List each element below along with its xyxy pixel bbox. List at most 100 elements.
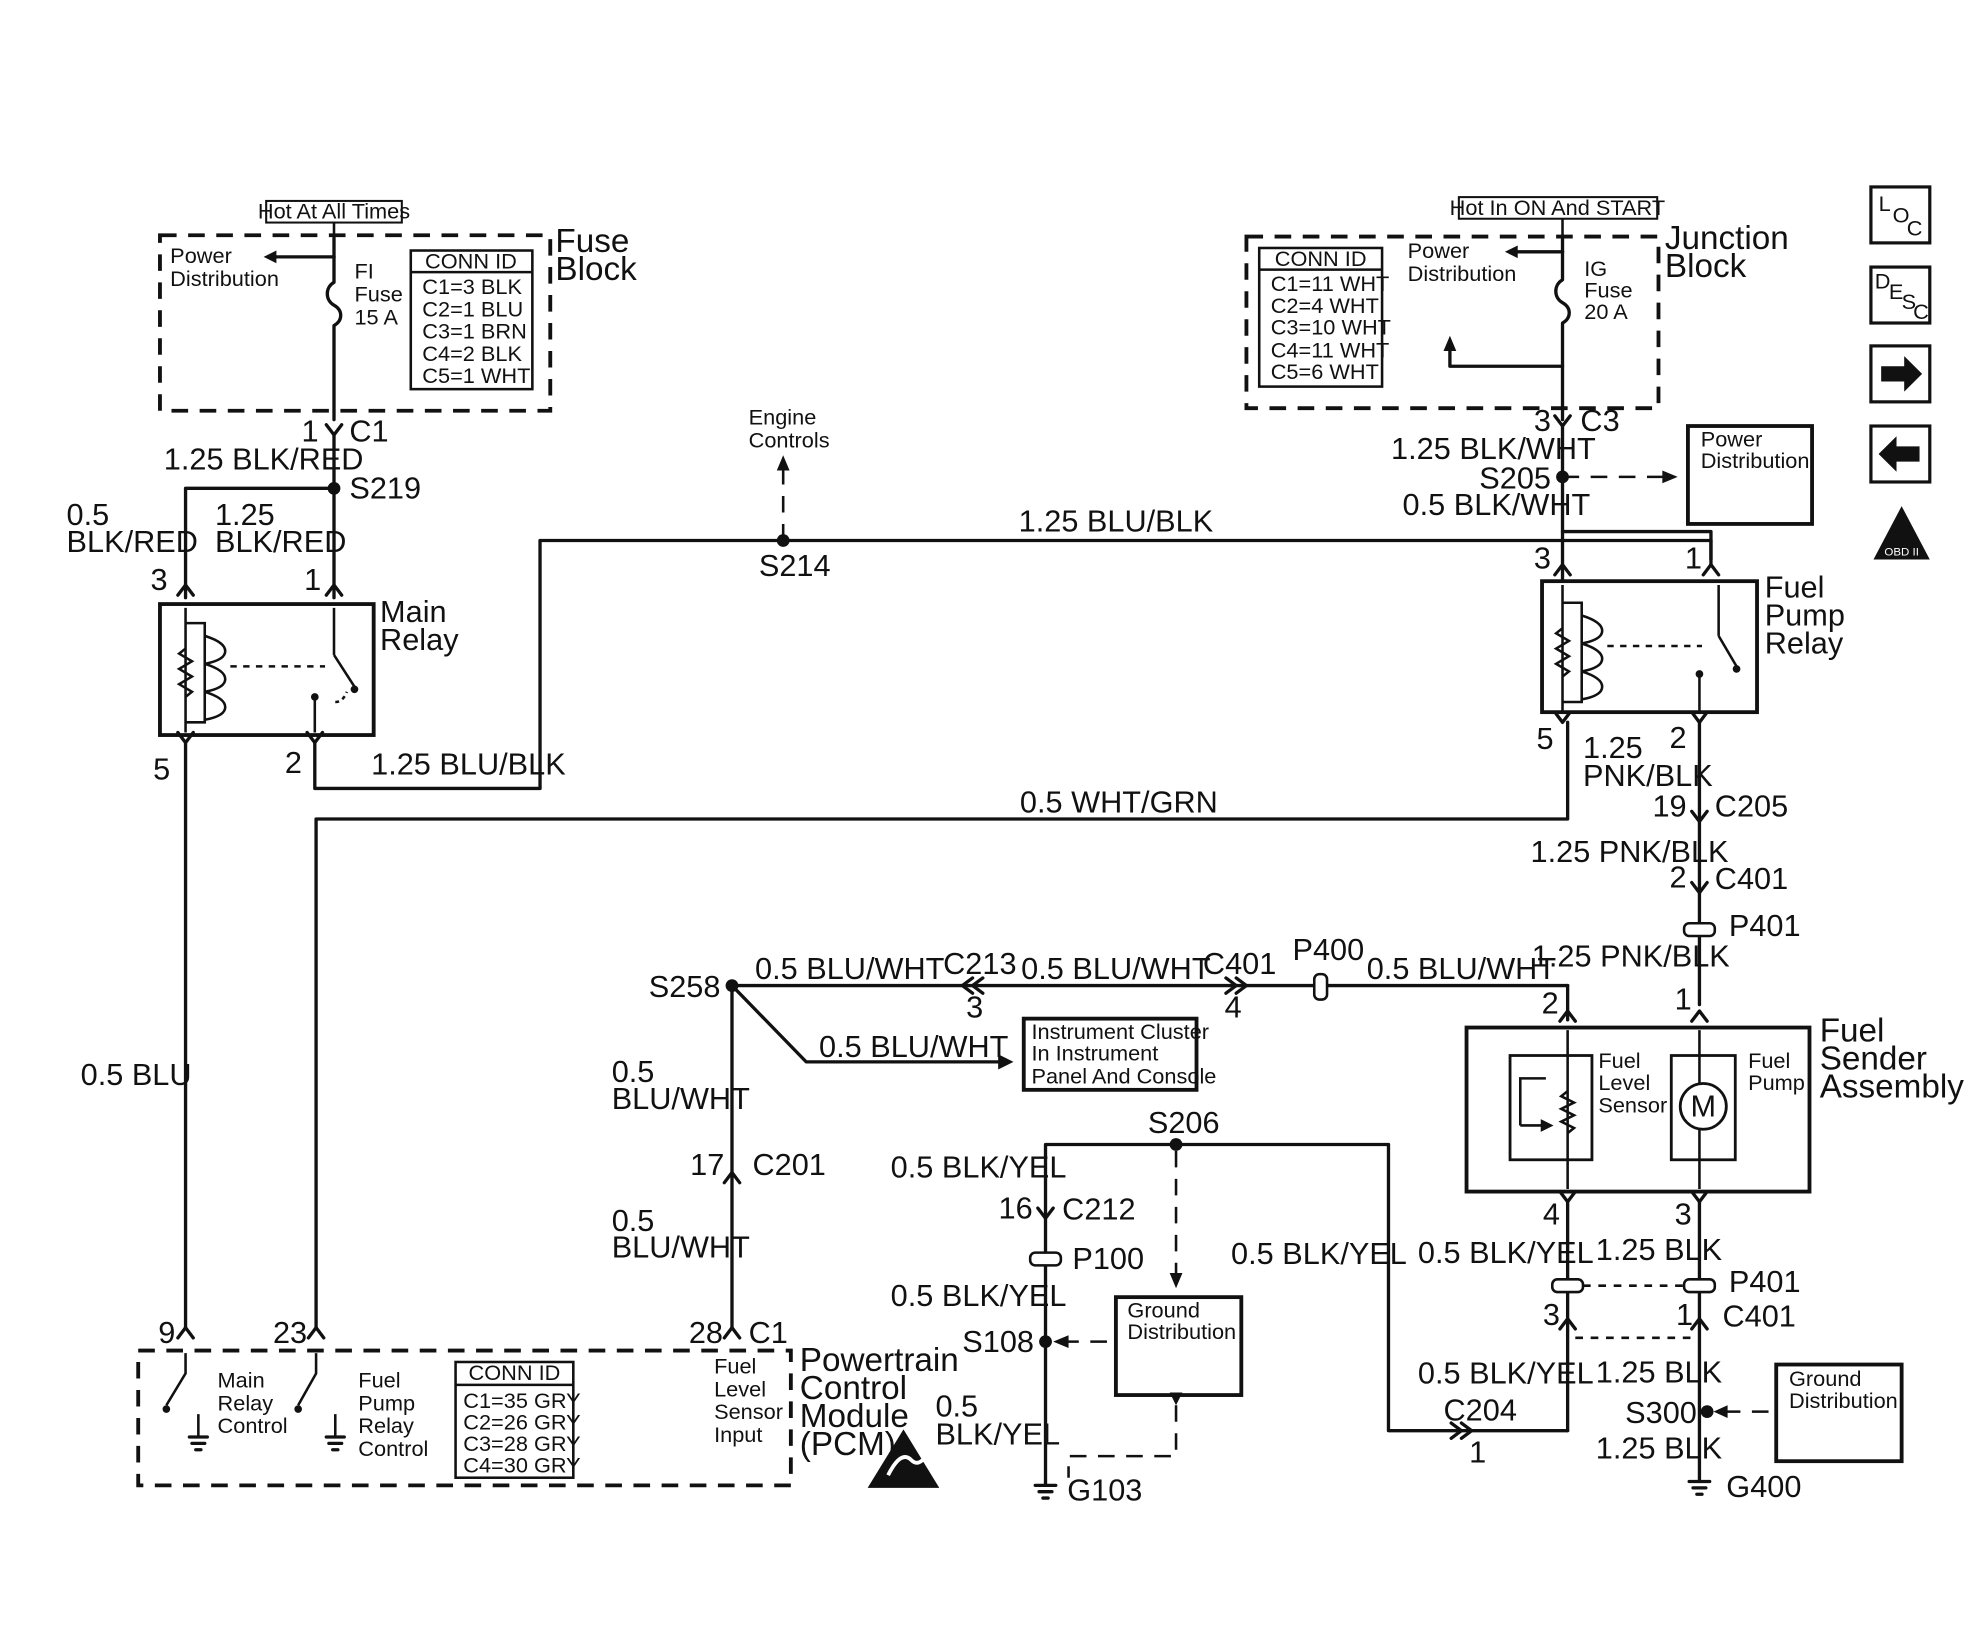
conn-id-row: C2=4 WHT: [1271, 293, 1379, 318]
inline-connector-p401: [1682, 921, 1717, 938]
fuse-label: Fuse: [354, 281, 402, 306]
conn-id-row: C3=28 GRY: [463, 1431, 580, 1456]
conn-id-row: C1=3 BLK: [422, 274, 522, 299]
connector-p400: P400: [1292, 933, 1364, 967]
pin-number: 4: [1543, 1198, 1560, 1232]
ground-g400-icon: [1687, 1479, 1712, 1496]
junction-block-title-2: Block: [1665, 248, 1747, 285]
fuse-name: FI: [354, 259, 373, 284]
wire-label: 1.25 BLU/BLK: [371, 748, 566, 782]
ground-g103-icon: [1033, 1483, 1058, 1500]
pin-number: 3: [1534, 404, 1551, 438]
loc-nav-icon[interactable]: L O C: [1869, 185, 1932, 245]
wire-label: 0.5 BLU: [81, 1058, 192, 1092]
pin-number: 2: [285, 746, 302, 780]
wire-label: 1.25: [215, 498, 275, 532]
wire-label: 0.5 BLU/WHT: [819, 1030, 1008, 1064]
wire-label: 0.5 BLU/WHT: [1367, 952, 1556, 986]
splice-s214: [776, 534, 790, 547]
pin-number: 1: [1676, 1298, 1693, 1332]
wire-label: 1.25 BLU/BLK: [1019, 505, 1214, 539]
pin-number: 1: [1685, 542, 1702, 576]
next-page-arrow-icon[interactable]: [1869, 344, 1932, 404]
fuel-pump-relay-control-label-3: Relay: [358, 1413, 414, 1438]
wire-label: 0.5: [67, 498, 110, 532]
fuel-pump-relay-label-3: Relay: [1765, 627, 1844, 661]
wire-label: 0.5 BLU/WHT: [755, 952, 944, 986]
fuel-pump-relay-label-2: Pump: [1765, 599, 1845, 633]
obd-label: OBD II: [1884, 547, 1919, 559]
splice-label: S258: [649, 970, 721, 1004]
pin-number: 1: [1469, 1436, 1486, 1470]
fuel-pump-relay: [1540, 538, 1759, 724]
pin-number: 19: [1652, 790, 1686, 824]
wire-label: 0.5 BLU/WHT: [1021, 952, 1210, 986]
pin-number: 28: [689, 1316, 723, 1350]
wire-label: 0.5: [935, 1390, 978, 1424]
connector-c213: C213: [943, 947, 1016, 981]
connector-p401: P401: [1729, 1265, 1801, 1299]
obd-ii-icon[interactable]: OBD II: [1873, 506, 1930, 560]
fuse-block: Hot At All Times Fuse Block Power Distri…: [158, 199, 637, 422]
fuel-sender-label: Fuel: [1820, 1013, 1885, 1050]
conn-id-row: C5=6 WHT: [1271, 359, 1379, 384]
main-relay-control-label: Main: [218, 1367, 265, 1392]
fuel-level-sensor-label-2: Level: [1598, 1070, 1650, 1095]
splice-s108: [1039, 1335, 1052, 1349]
instrument-cluster-label: Instrument Cluster: [1031, 1019, 1209, 1044]
conn-id-row: C5=1 WHT: [422, 363, 530, 388]
conn-id-row: C4=11 WHT: [1271, 337, 1390, 362]
desc-nav-icon[interactable]: D E S C: [1869, 265, 1932, 325]
fuel-pump-relay-label: Fuel: [1765, 571, 1825, 605]
connector-c204: C204: [1444, 1394, 1517, 1428]
wire-label: BLK/RED: [215, 525, 346, 559]
fuel-pump-relay-control-label: Fuel: [358, 1367, 400, 1392]
fuel-pump-label: Fuel: [1748, 1048, 1790, 1073]
desc-letter: E: [1889, 279, 1904, 304]
wire-label: 1.25 BLK: [1596, 1432, 1723, 1466]
conn-id-row: C1=11 WHT: [1271, 271, 1390, 296]
power-distribution-label: Power: [1408, 238, 1470, 263]
inline-connector-p400: [1312, 972, 1329, 1001]
splice-label: S214: [759, 549, 831, 583]
connector-c401: C401: [1203, 947, 1276, 981]
wire-label: 0.5: [612, 1204, 655, 1238]
pin-number: 1: [1675, 983, 1692, 1017]
ground-distribution-label-2: Distribution: [1789, 1388, 1898, 1413]
fuel-pump-relay-control-label-4: Control: [358, 1436, 428, 1461]
inline-connector-p401-b: [1550, 1278, 1585, 1294]
connector-c3: C3: [1580, 404, 1619, 438]
pin-number: 2: [1670, 721, 1687, 755]
fuel-level-input-label: Fuel: [714, 1353, 756, 1378]
connector-p100: P100: [1072, 1242, 1144, 1276]
fuse-name: IG: [1584, 256, 1607, 281]
fuel-level-sensor: [1508, 1054, 1594, 1162]
splice-label: S300: [1625, 1396, 1697, 1430]
connector-c205: C205: [1715, 790, 1788, 824]
conn-id-row: C4=2 BLK: [422, 341, 522, 366]
wire-label: 1.25: [1583, 731, 1643, 765]
conn-id-row: C4=30 GRY: [463, 1453, 580, 1478]
conn-id-row: C1=35 GRY: [463, 1388, 580, 1413]
previous-page-arrow-icon[interactable]: [1869, 424, 1932, 484]
connector-c213-shape: [960, 976, 985, 995]
wire-label: 0.5 BLK/YEL: [891, 1279, 1067, 1313]
wire-label: BLU/WHT: [612, 1082, 750, 1116]
ground-distribution-label: Ground: [1127, 1298, 1200, 1323]
fuel-level-input-label-4: Input: [714, 1422, 762, 1447]
connector-c201: C201: [752, 1148, 825, 1182]
pin-number: 3: [1543, 1298, 1560, 1332]
conn-id-row: C2=26 GRY: [463, 1409, 580, 1434]
wire-label: BLK/RED: [67, 525, 198, 559]
loc-letter: L: [1879, 191, 1891, 216]
pin-number: 3: [1675, 1198, 1692, 1232]
fuse-fi: [325, 255, 343, 422]
connector-c401: C401: [1722, 1299, 1795, 1333]
fuse-rating: 20 A: [1584, 299, 1628, 324]
main-relay: [158, 583, 376, 745]
instrument-cluster-box: [1021, 1016, 1199, 1092]
fuel-level-input-label-2: Level: [714, 1376, 766, 1401]
inline-connector-p100: [1028, 1251, 1063, 1267]
fuel-level-input-label-3: Sensor: [714, 1399, 783, 1424]
